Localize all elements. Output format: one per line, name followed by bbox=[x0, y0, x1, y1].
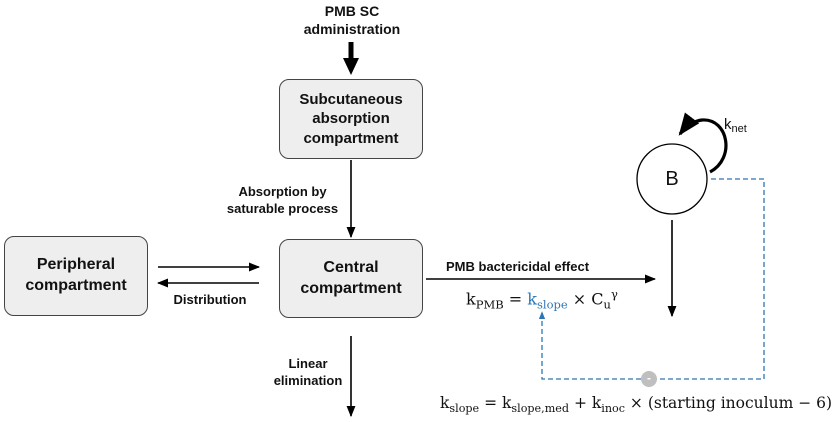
growth-loop-arrow bbox=[678, 112, 728, 174]
kslope-k: k bbox=[440, 394, 450, 412]
kslope-equation: kslope = kslope,med + kinoc × (starting … bbox=[440, 394, 832, 415]
kslope-subscript: slope bbox=[449, 401, 480, 415]
knet-label: knet bbox=[724, 115, 747, 136]
administration-line-2: administration bbox=[303, 21, 401, 38]
diagram-connectors bbox=[156, 42, 765, 418]
inhibition-node bbox=[641, 371, 657, 387]
subcutaneous-line-1: Subcutaneous bbox=[299, 90, 403, 108]
kslope-equals-k: = k bbox=[479, 394, 512, 412]
feedback-dashed-line bbox=[538, 178, 765, 380]
kpmb-k: k bbox=[466, 289, 476, 309]
administration-label: PMB SC administration bbox=[287, 2, 417, 38]
elimination-label: Linear elimination bbox=[270, 356, 346, 390]
kpmb-kslope: k bbox=[527, 289, 537, 309]
central-line-1: Central bbox=[323, 258, 379, 276]
kslope-rest: × (starting inoculum − 6) bbox=[624, 394, 832, 412]
peripheral-line-1: Peripheral bbox=[36, 256, 116, 274]
kpmb-times-cu: × C bbox=[567, 289, 604, 309]
kpmb-cu-subscript: u bbox=[603, 297, 611, 312]
kpmb-gamma: γ bbox=[610, 287, 618, 301]
elimination-line-1: Linear bbox=[288, 356, 328, 371]
administration-arrowhead bbox=[343, 58, 359, 75]
knet-subscript: net bbox=[731, 123, 747, 135]
subcutaneous-line-2: absorption bbox=[312, 110, 390, 128]
pk-pd-diagram: PMB SC administration Subcutaneous absor… bbox=[4, 2, 832, 418]
peripheral-compartment: Peripheral compartment bbox=[4, 236, 148, 316]
kslope-plus-k: + k bbox=[569, 394, 602, 412]
bacteria-label: B bbox=[665, 168, 679, 190]
absorption-label: Absorption by saturable process bbox=[220, 184, 345, 218]
distribution-label: Distribution bbox=[173, 292, 247, 307]
absorption-line-2: saturable process bbox=[226, 200, 339, 216]
peripheral-line-2: compartment bbox=[25, 277, 127, 294]
elimination-line-2: elimination bbox=[273, 372, 343, 388]
kpmb-equals: = bbox=[503, 289, 528, 309]
inhibition-sign: - bbox=[647, 371, 651, 385]
central-line-2: compartment bbox=[300, 279, 402, 297]
subcutaneous-compartment: Subcutaneous absorption compartment bbox=[279, 79, 423, 159]
kpmb-equation: kPMB = kslope × Cuγ bbox=[466, 287, 618, 311]
kslope-med-subscript: slope,med bbox=[511, 401, 570, 415]
kpmb-subscript: PMB bbox=[475, 297, 504, 312]
kpmb-kslope-subscript: slope bbox=[537, 297, 568, 312]
bacteria-node bbox=[636, 143, 708, 215]
central-compartment: Central compartment bbox=[279, 239, 423, 318]
kslope-inoc-subscript: inoc bbox=[601, 401, 625, 415]
administration-line-1: PMB SC bbox=[324, 3, 380, 19]
bactericidal-effect-label: PMB bactericidal effect bbox=[446, 259, 590, 274]
knet-k: k bbox=[724, 116, 732, 133]
absorption-line-1: Absorption by bbox=[238, 184, 327, 199]
subcutaneous-line-3: compartment bbox=[303, 129, 399, 147]
